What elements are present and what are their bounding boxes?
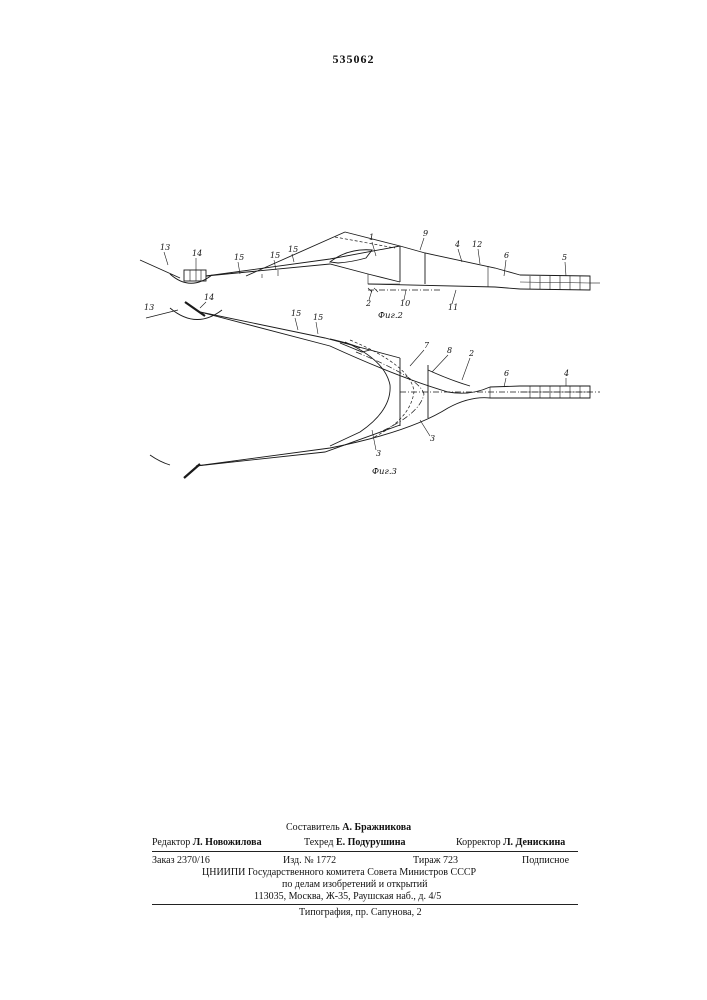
fig3-label-4: 4 [563, 369, 569, 378]
org-line-1: ЦНИИПИ Государственного комитета Совета … [202, 867, 476, 878]
figure-2: 13 14 15 15 15 1 9 4 12 6 5 2 10 [140, 229, 600, 321]
figure-3: 13 14 15 15 7 8 2 6 4 3 3 Фиг.3 [144, 293, 600, 478]
fig3-warp-upper [200, 312, 400, 358]
fig3-label-14: 14 [204, 293, 214, 302]
fig2-label-1: 1 [369, 233, 374, 242]
fig3-label-15a: 15 [291, 309, 301, 318]
tirazh: Тираж 723 [413, 855, 458, 866]
fig2-label-15a: 15 [234, 253, 244, 262]
fig2-net-bottom [368, 284, 520, 289]
fig3-mouth-inner [330, 342, 390, 446]
compiler-line: Составитель А. Бражникова [286, 822, 411, 833]
fig2-label-6: 6 [504, 251, 509, 260]
fig3-wing-lower-outer [196, 398, 490, 466]
address: 113035, Москва, Ж-35, Раушская наб., д. … [254, 891, 441, 902]
fig3-label-8: 8 [447, 346, 452, 355]
order-number: Заказ 2370/16 [152, 855, 210, 866]
fig3-label-3b: 3 [376, 449, 381, 458]
podpisnoe: Подписное [522, 855, 569, 866]
fig2-caption: Фиг.2 [378, 311, 403, 321]
editor-line: Редактор Л. Новожилова [152, 837, 262, 848]
fig2-warp-upper [246, 232, 345, 276]
printer: Типография, пр. Сапунова, 2 [299, 907, 422, 918]
fig3-label-2: 2 [468, 349, 474, 358]
fig2-otter-board [184, 270, 206, 281]
fig3-otter-arc-bottom [150, 455, 170, 465]
fig2-label-4: 4 [454, 240, 460, 249]
fig2-label-5: 5 [562, 253, 567, 262]
org-line-2: по делам изобретений и открытий [282, 879, 428, 890]
fig3-label-3a: 3 [430, 434, 435, 443]
fig3-warp-lower [196, 425, 400, 466]
fig2-label-13: 13 [160, 243, 170, 252]
footer-rule-2 [152, 904, 578, 905]
izd-number: Изд. № 1772 [283, 855, 336, 866]
fig3-otter-board-top [185, 302, 205, 316]
techred-line: Техред Е. Подурушина [304, 837, 406, 848]
fig3-mouth-dashed [350, 340, 414, 438]
fig2-warp-bottom [206, 264, 400, 282]
fig3-label-7: 7 [424, 341, 430, 350]
fig2-label-11: 11 [448, 303, 458, 312]
fig3-caption: Фиг.3 [372, 467, 397, 477]
fig3-label-13: 13 [144, 303, 154, 312]
fig2-label-10: 10 [400, 299, 410, 308]
fig2-label-15b: 15 [270, 251, 280, 260]
fig2-label-9: 9 [423, 229, 428, 238]
footer-rule [152, 851, 578, 852]
fig3-label-6: 6 [504, 369, 509, 378]
corrector-line: Корректор Л. Денискина [456, 837, 565, 848]
technical-drawings: 13 14 15 15 15 1 9 4 12 6 5 2 10 [0, 0, 707, 760]
fig2-label-2: 2 [365, 299, 371, 308]
fig2-label-12: 12 [472, 240, 482, 249]
fig2-label-14: 14 [192, 249, 202, 258]
fig3-label-15b: 15 [313, 313, 323, 322]
fig2-tow-line [140, 260, 180, 278]
fig2-label-15c: 15 [288, 245, 298, 254]
fig2-wing [330, 250, 372, 263]
